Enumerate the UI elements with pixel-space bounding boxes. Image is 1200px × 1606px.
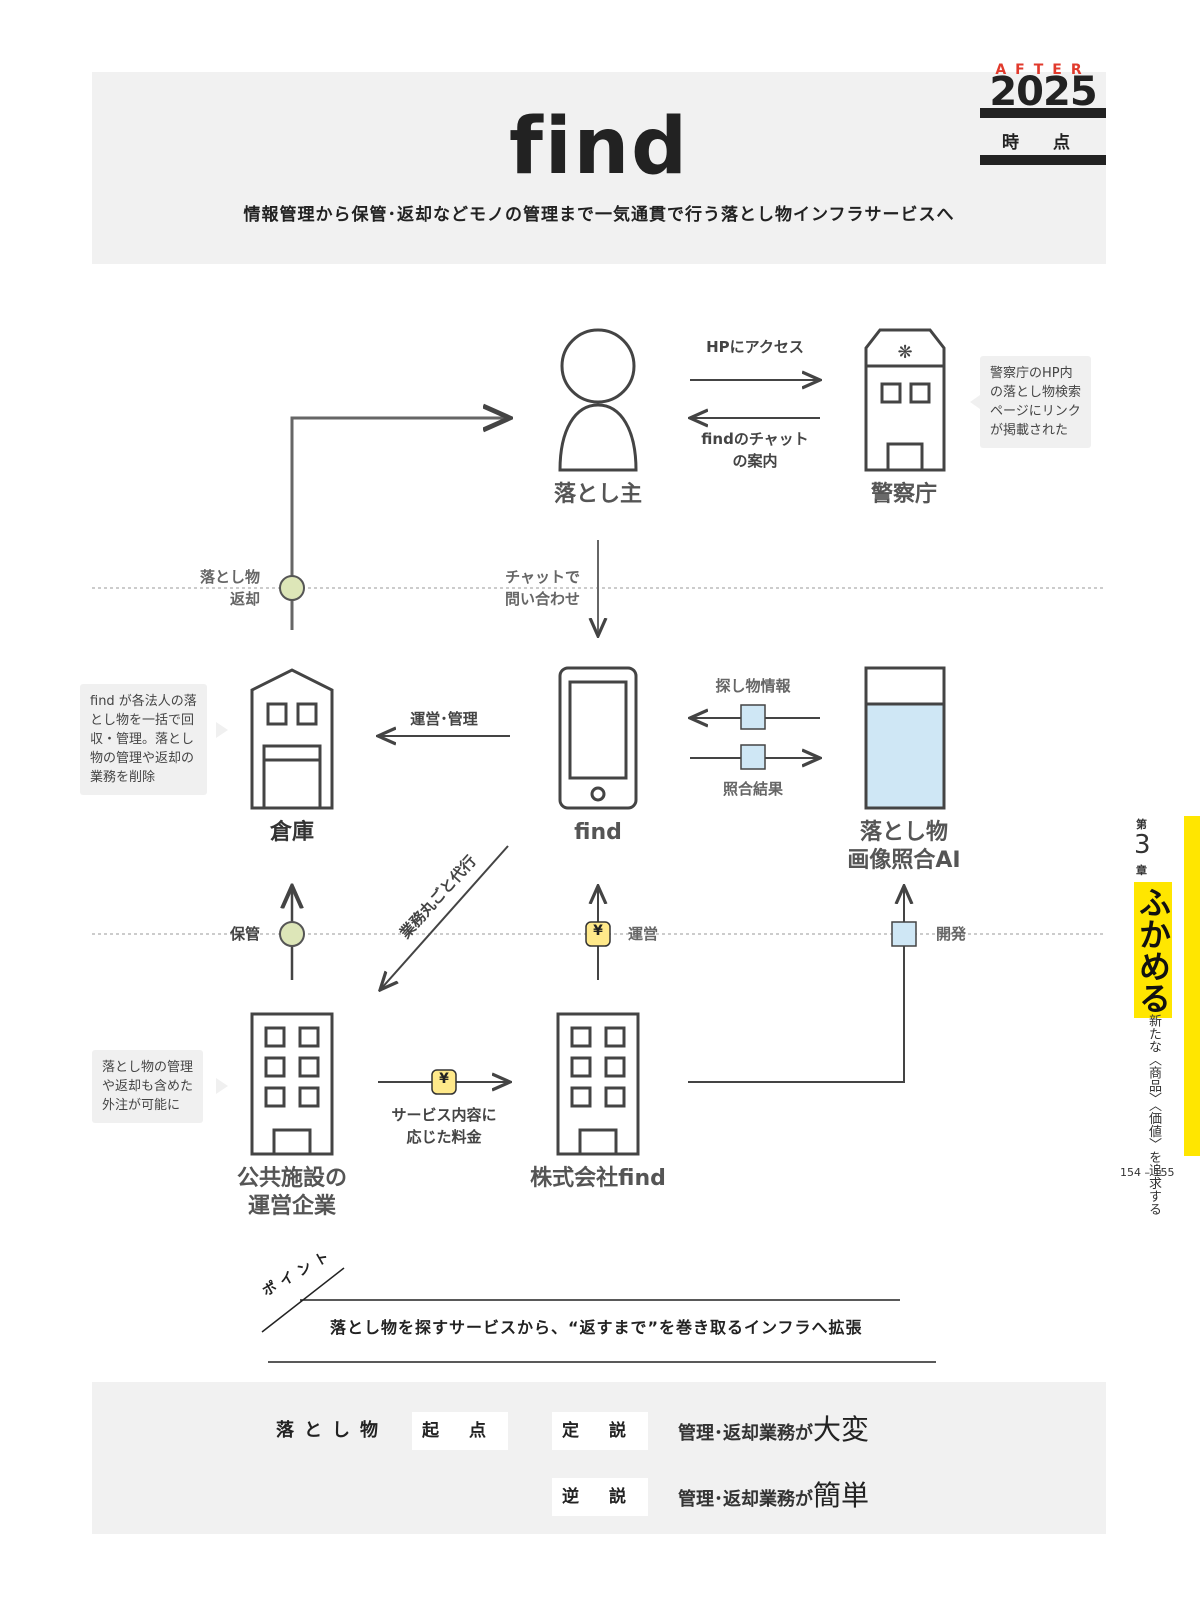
reverse-statement: 管理･返却業務が簡単 — [678, 1474, 869, 1514]
note-police: 警察庁のHP内 の落とし物検索 ページにリンク が掲載された — [980, 356, 1092, 448]
edge-label-chat-guide-2: の案内 — [732, 452, 778, 470]
return-circle — [279, 575, 305, 601]
person-icon — [558, 328, 638, 472]
police-emblem-icon: ❋ — [897, 342, 912, 363]
edge-label-operation-mgmt: 運営･管理 — [410, 710, 478, 728]
edge-label-storage: 保管 — [229, 925, 260, 943]
origin-box: 起 点 — [412, 1412, 508, 1450]
edge-label-inquiry-1: チャットで — [505, 568, 580, 586]
edge-label-search-info: 探し物情報 — [715, 677, 791, 695]
chapter-number: 3 — [1134, 830, 1151, 860]
note-line: 警察庁のHP内 — [990, 366, 1073, 381]
fee-yen-icon: ¥ — [439, 1071, 449, 1087]
edge-label-hp-access: HPにアクセス — [706, 338, 804, 356]
node-label-kabushiki: 株式会社find — [530, 1166, 666, 1191]
note-line: の落とし物検索 — [990, 385, 1082, 400]
year-label: 2025 — [989, 69, 1097, 115]
chapter-sho-label: 章 — [1136, 864, 1147, 877]
arrow-return — [290, 418, 510, 630]
conventional-statement: 管理･返却業務が大変 — [678, 1408, 869, 1448]
reverse-prefix: 管理･返却業務が — [678, 1489, 813, 1510]
note-line: 物の管理や返却の — [90, 751, 195, 766]
node-label-souko: 倉庫 — [269, 820, 314, 845]
edge-label-chat-guide-1: findのチャット — [701, 430, 809, 448]
edge-label-inquiry-2: 問い合わせ — [504, 590, 580, 608]
note-line: が掲載された — [990, 423, 1069, 438]
note-line: 業務を削除 — [90, 770, 156, 785]
note-line: 外注が可能に — [102, 1098, 181, 1113]
edge-label-return-1: 落とし物 — [199, 568, 260, 586]
ai-matching-icon — [864, 666, 946, 810]
after-label: AFTER — [995, 62, 1091, 78]
operate-yen-box — [585, 921, 611, 947]
chapter-tab — [1184, 816, 1200, 1156]
gyakusetsu-box: 逆 説 — [552, 1478, 648, 1516]
node-label-find: find — [574, 820, 622, 845]
year-bar-bottom — [980, 155, 1106, 165]
point-in-time-label: 時 点 — [1002, 133, 1084, 153]
node-label-keisatsu: 警察庁 — [870, 482, 937, 507]
edge-label-fee-2: 応じた料金 — [406, 1128, 482, 1146]
facility-building-icon — [250, 1012, 334, 1156]
company-building-icon — [556, 1012, 640, 1156]
note-warehouse: find が各法人の落 とし物を一括で回 収・管理。落とし 物の管理や返却の 業… — [80, 684, 207, 795]
company-note-pointer — [216, 1078, 228, 1094]
match-result-square — [740, 744, 766, 770]
chapter-subtitle: 新たな〈商品〉〈価値〉を追求する — [1146, 1014, 1161, 1216]
edge-label-develop: 開発 — [936, 925, 967, 943]
node-label-otoshinushi: 落とし主 — [553, 482, 642, 507]
note-company: 落とし物の管理 や返却も含めた 外注が可能に — [92, 1050, 204, 1123]
note-line: find が各法人の落 — [90, 694, 197, 709]
edge-label-match-result: 照合結果 — [722, 780, 783, 798]
note-line: 落とし物の管理 — [102, 1060, 194, 1075]
note-line: 収・管理。落とし — [90, 732, 195, 747]
police-note-pointer — [970, 395, 980, 409]
chapter-title: ふかめる — [1134, 882, 1172, 1018]
point-text: 落とし物を探すサービスから、“返すまで”を巻き取るインフラへ拡張 — [330, 1318, 863, 1337]
smartphone-icon — [558, 666, 638, 810]
teisetsu-box: 定 説 — [552, 1412, 648, 1450]
search-info-square — [740, 704, 766, 730]
conventional-prefix: 管理･返却業務が — [678, 1423, 813, 1444]
page-numbers: 154 – 155 — [1120, 1166, 1175, 1179]
note-line: や返却も含めた — [102, 1079, 194, 1094]
note-line: とし物を一括で回 — [90, 713, 195, 728]
police-building-icon — [864, 328, 946, 472]
node-label-kokyo-line1: 公共施設の — [236, 1166, 347, 1191]
storage-circle — [279, 921, 305, 947]
node-label-ai-line2: 画像照合AI — [847, 848, 961, 873]
edge-label-fee-1: サービス内容に — [391, 1106, 497, 1124]
subject-label: 落とし物 — [276, 1420, 388, 1441]
edge-label-return-2: 返却 — [229, 590, 260, 608]
conventional-emphasis: 大変 — [813, 1413, 870, 1446]
note-line: ページにリンク — [990, 404, 1081, 419]
chapter-dai-label: 第 — [1136, 818, 1147, 831]
node-label-kokyo-line2: 運営企業 — [247, 1194, 336, 1219]
edge-label-operate: 運営 — [628, 925, 659, 943]
reverse-emphasis: 簡単 — [813, 1479, 870, 1512]
fee-yen-box — [431, 1069, 457, 1095]
arrow-develop — [688, 886, 904, 1083]
warehouse-icon — [250, 668, 334, 810]
operate-yen-icon: ¥ — [593, 923, 603, 939]
point-badge-line — [261, 1267, 345, 1333]
page-title: find — [508, 102, 690, 192]
page-subtitle: 情報管理から保管･返却などモノの管理まで一気通貫で行う落とし物インフラサービスへ — [243, 205, 955, 225]
arrow-full-outsource — [380, 845, 509, 990]
year-bar-top — [980, 108, 1106, 118]
develop-square — [891, 921, 917, 947]
header-panel: find 情報管理から保管･返却などモノの管理まで一気通貫で行う落とし物インフラ… — [92, 72, 1106, 264]
node-label-ai-line1: 落とし物 — [859, 820, 948, 845]
warehouse-note-pointer — [216, 722, 228, 738]
